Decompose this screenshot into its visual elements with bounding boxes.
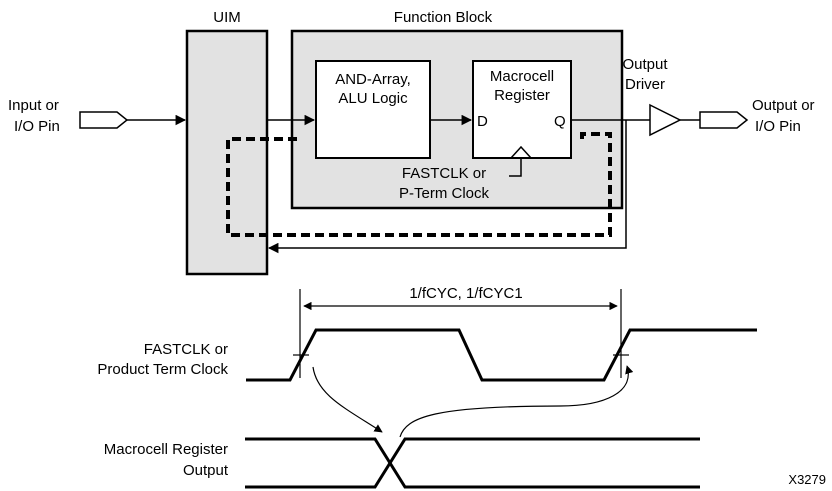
clock-note-2: P-Term Clock — [399, 185, 490, 202]
output-driver-label-1: Output — [622, 56, 668, 73]
figure-id: X3279 — [788, 472, 826, 487]
output-driver-buffer — [649, 103, 682, 137]
function-block-label: Function Block — [394, 9, 493, 26]
clock-note-1: FASTCLK or — [402, 165, 486, 182]
critical-path-dashed — [226, 132, 612, 237]
output-pin-label-2: I/O Pin — [755, 118, 801, 135]
macrocell-register-block — [472, 60, 572, 159]
clock-waveform — [246, 328, 757, 382]
clock-input-triangle — [510, 145, 532, 159]
output-waveform-bottom — [245, 437, 700, 489]
output-pin-label-1: Output or — [752, 97, 815, 114]
and-array-label-2: ALU Logic — [338, 90, 408, 107]
input-pin-symbol — [79, 111, 129, 129]
macrocell-label-1: Macrocell — [490, 68, 554, 85]
and-array-block — [315, 60, 431, 159]
clock-to-output-arrow — [312, 366, 383, 433]
feedback-wire — [267, 120, 627, 254]
output-to-clock-arrow — [399, 365, 634, 438]
uim-label: UIM — [213, 9, 241, 26]
output-pin-symbol — [699, 111, 749, 129]
clock-input-line — [509, 158, 522, 177]
clock-signal-label-1: FASTCLK or — [144, 341, 228, 358]
macrocell-label-2: Register — [494, 87, 550, 104]
input-pin-label-2: I/O Pin — [14, 118, 60, 135]
q-port-label: Q — [554, 113, 566, 130]
output-waveform-top — [245, 437, 700, 489]
uim-block — [185, 29, 269, 276]
output-signal-label-1: Macrocell Register — [104, 441, 228, 458]
output-signal-label-2: Output — [183, 462, 229, 479]
output-driver-label-2: Driver — [625, 76, 665, 93]
and-array-label-1: AND-Array, — [335, 71, 411, 88]
clock-signal-label-2: Product Term Clock — [97, 361, 228, 378]
input-pin-label-1: Input or — [8, 97, 59, 114]
d-port-label: D — [477, 113, 488, 130]
period-label: 1/fCYC, 1/fCYC1 — [409, 285, 522, 302]
